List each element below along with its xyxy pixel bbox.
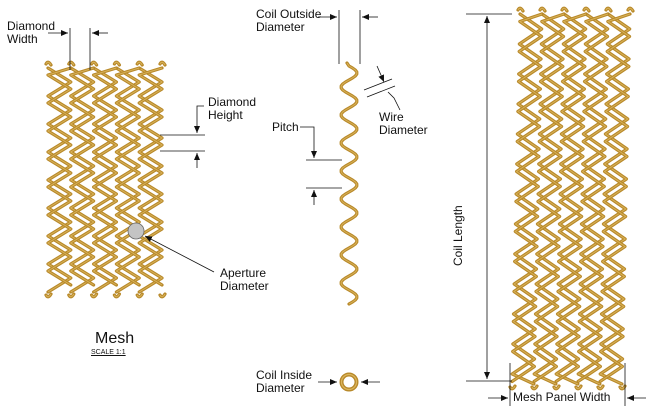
aperture-label-line2: Diameter bbox=[220, 279, 269, 293]
aperture-label-line1: Aperture bbox=[220, 266, 267, 280]
mesh-hook-top-highlight bbox=[627, 7, 634, 12]
mesh-hook-top-highlight bbox=[159, 61, 166, 66]
coil-inside-label: Coil Inside Diameter bbox=[256, 369, 312, 395]
mesh-hook-bottom-highlight bbox=[575, 385, 582, 390]
diamond-height-dimension bbox=[160, 105, 205, 168]
mesh-wire-highlight bbox=[511, 13, 543, 385]
wire-diameter-label-line1: Wire bbox=[379, 110, 404, 124]
mesh-wire-cross-highlight bbox=[137, 67, 163, 286]
mesh-wire-cross-highlight bbox=[115, 67, 141, 286]
coil-length-label: Coil Length bbox=[451, 205, 465, 266]
mesh-hook-top-highlight bbox=[68, 61, 75, 66]
aperture-circle bbox=[127, 222, 145, 240]
mesh-panel bbox=[44, 60, 167, 299]
mesh-hook-bottom-highlight bbox=[531, 385, 538, 390]
mesh-hook-bottom-highlight bbox=[45, 293, 52, 298]
coil-length-dimension bbox=[466, 13, 512, 382]
coil-wire-highlight bbox=[340, 62, 358, 305]
mesh-wire-cross-highlight bbox=[46, 67, 72, 286]
mesh-hook-top-highlight bbox=[136, 61, 143, 66]
diamond-height-label-line2: Height bbox=[208, 108, 243, 122]
coil-outside-label-line1: Coil Outside bbox=[256, 7, 322, 21]
mesh-hook-bottom-highlight bbox=[136, 293, 143, 298]
mesh-wire-highlight bbox=[533, 13, 565, 385]
mesh-wire-highlight bbox=[599, 13, 631, 385]
mesh-hook-bottom-highlight bbox=[597, 385, 604, 390]
coil-outside-dimension bbox=[318, 10, 378, 64]
mesh-wire-cross-highlight bbox=[533, 13, 565, 382]
mesh-hook-bottom-highlight bbox=[553, 385, 560, 390]
mesh-hook-top-highlight bbox=[605, 7, 612, 12]
pitch-dimension bbox=[300, 126, 342, 205]
mesh-hook-bottom-highlight bbox=[159, 293, 166, 298]
diamond-width-label-line2: Width bbox=[7, 32, 38, 46]
mesh-wire-highlight bbox=[92, 67, 118, 293]
aperture-label: Aperture Diameter bbox=[220, 267, 269, 293]
coil-inside-label-line1: Coil Inside bbox=[256, 368, 313, 382]
mesh-wire-cross-highlight bbox=[92, 67, 118, 286]
long-mesh-panel bbox=[508, 6, 635, 391]
mesh-hook-top-highlight bbox=[517, 7, 524, 12]
mesh-wire-highlight bbox=[115, 67, 141, 293]
wire-diameter-label-line2: Diameter bbox=[379, 123, 428, 137]
mesh-title: Mesh bbox=[95, 330, 135, 347]
mesh-hook-bottom-highlight bbox=[619, 385, 626, 390]
pitch-label: Pitch bbox=[272, 120, 299, 134]
wire-diameter-label: Wire Diameter bbox=[379, 111, 428, 137]
mesh-wire-highlight bbox=[47, 67, 72, 293]
mesh-hook-top-highlight bbox=[539, 7, 546, 12]
mesh-hook-top-highlight bbox=[561, 7, 568, 12]
coil-inside-ring bbox=[339, 372, 359, 392]
mesh-wire-cross-highlight bbox=[599, 13, 631, 382]
mesh-wire-highlight bbox=[69, 67, 95, 293]
mesh-wire-cross-highlight bbox=[577, 13, 609, 382]
mesh-hook-top-highlight bbox=[113, 61, 120, 66]
coil-outside-label: Coil Outside Diameter bbox=[256, 8, 321, 34]
mesh-hook-bottom-highlight bbox=[91, 293, 98, 298]
mesh-hook-top-highlight bbox=[45, 61, 52, 66]
panel-width-dimension bbox=[488, 363, 646, 406]
mesh-wire-cross-highlight bbox=[555, 13, 587, 382]
diamond-width-label-line1: Diamond bbox=[7, 19, 56, 33]
diamond-height-label: Diamond Height bbox=[208, 96, 256, 122]
mesh-wire-highlight bbox=[555, 13, 587, 385]
mesh-wire-highlight bbox=[138, 67, 163, 293]
coil-inside-label-line2: Diameter bbox=[256, 381, 305, 395]
diamond-height-label-line1: Diamond bbox=[208, 95, 257, 109]
mesh-hook-bottom-highlight bbox=[68, 293, 75, 298]
mesh-wire-cross-highlight bbox=[69, 67, 95, 286]
coil-outside-label-line2: Diameter bbox=[256, 20, 305, 34]
panel-width-label: Mesh Panel Width bbox=[513, 390, 611, 404]
diamond-width-dimension bbox=[48, 28, 108, 70]
aperture-leader bbox=[144, 235, 215, 273]
scale-note: SCALE 1:1 bbox=[91, 349, 126, 356]
diamond-width-label: Diamond Width bbox=[7, 20, 55, 46]
wire-diameter-dimension bbox=[363, 65, 401, 111]
mesh-hook-top-highlight bbox=[583, 7, 590, 12]
coil-spring bbox=[339, 61, 359, 306]
mesh-wire-cross-highlight bbox=[511, 13, 543, 382]
mesh-hook-top-highlight bbox=[91, 61, 98, 66]
mesh-wire-highlight bbox=[577, 13, 609, 385]
coil-wire bbox=[339, 61, 359, 306]
mesh-hook-bottom-highlight bbox=[113, 293, 120, 298]
